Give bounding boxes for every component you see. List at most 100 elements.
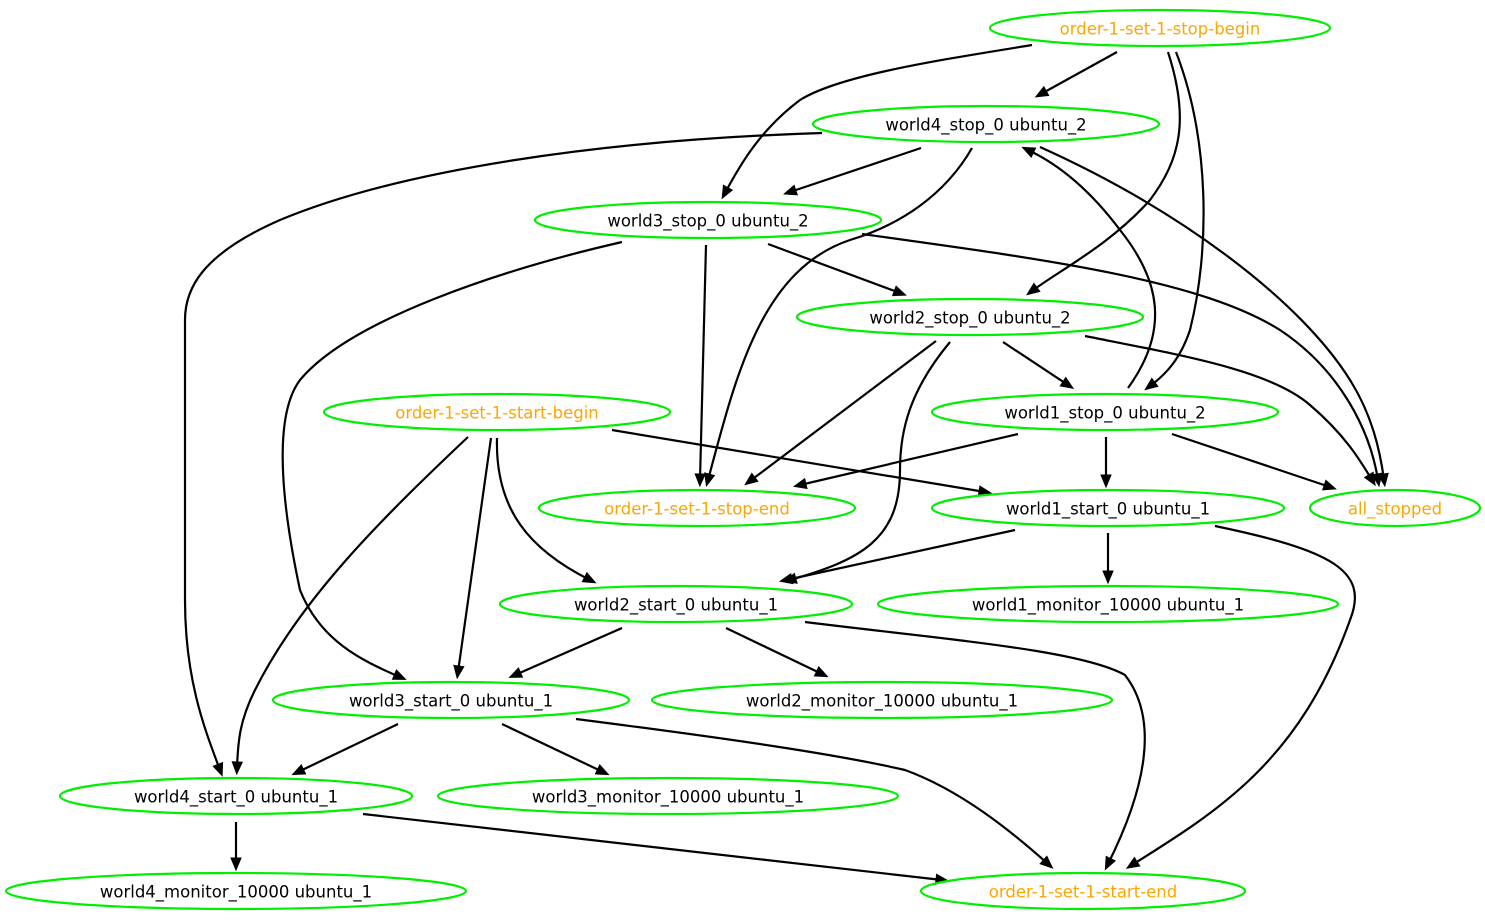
arrowhead-icon	[391, 669, 407, 680]
edge-w2_start-to-w2_mon	[725, 627, 829, 678]
edge-w2_start-to-w3_start	[508, 626, 623, 678]
edge-line	[698, 244, 708, 481]
edge-w3_start-to-w4_start	[291, 723, 399, 776]
node-label: world2_monitor_10000 ubuntu_1	[746, 692, 1018, 712]
arrowhead-icon	[1039, 855, 1054, 869]
arrowhead-icon	[1102, 570, 1114, 585]
edge-w1_start-to-start_end	[1125, 524, 1356, 869]
arrowhead-icon	[1371, 472, 1383, 488]
node-ellipse	[795, 297, 1145, 337]
edge-w3_start-to-start_end	[575, 717, 1054, 869]
edge-line	[785, 528, 1016, 582]
node-ellipse	[919, 871, 1247, 911]
arrowhead-icon	[1021, 146, 1037, 159]
arrowhead-icon	[783, 184, 798, 196]
edge-line	[235, 436, 469, 769]
node-w1-stop[interactable]: world1_stop_0 ubuntu_2	[930, 392, 1280, 432]
node-ellipse	[498, 584, 854, 624]
edge-line	[183, 131, 823, 771]
node-w4-start[interactable]: world4_start_0 ubuntu_1	[58, 776, 414, 816]
node-w2-start[interactable]: world2_start_0 ubuntu_1	[498, 584, 854, 624]
node-ellipse	[537, 488, 857, 528]
edge-w1_stop-to-all_stopped	[1171, 432, 1337, 491]
node-ellipse	[533, 200, 883, 240]
edge-line	[1171, 432, 1331, 489]
edge-w3_stop-to-w3_start	[281, 240, 623, 680]
edge-stop_begin-to-w4_stop	[1034, 51, 1118, 98]
node-label: order-1-set-1-start-end	[989, 883, 1177, 902]
node-ellipse	[322, 392, 672, 432]
edge-line	[362, 812, 943, 882]
edge-line	[799, 432, 1019, 487]
node-start-end[interactable]: order-1-set-1-start-end	[919, 871, 1247, 911]
edge-line	[456, 437, 493, 673]
arrowhead-icon	[704, 472, 716, 488]
node-label: world4_start_0 ubuntu_1	[134, 788, 338, 808]
edge-start_begin-to-w1_start	[611, 428, 993, 497]
node-start-begin[interactable]: order-1-set-1-start-begin	[322, 392, 672, 432]
node-stop-end[interactable]: order-1-set-1-stop-end	[537, 488, 857, 528]
edge-w3_stop-to-w2_stop	[767, 242, 907, 297]
node-ellipse	[4, 871, 468, 911]
node-label: order-1-set-1-start-begin	[395, 404, 599, 423]
edge-stop_begin-to-w1_stop	[1144, 51, 1205, 391]
edge-w2_stop-to-w1_stop	[1002, 341, 1075, 390]
edge-line	[611, 428, 986, 494]
node-label: world3_start_0 ubuntu_1	[349, 692, 553, 712]
arrowhead-icon	[1125, 856, 1141, 869]
node-label: world4_monitor_10000 ubuntu_1	[100, 883, 372, 903]
edge-line	[724, 43, 1033, 194]
edge-w3_stop-to-all_stopped	[861, 232, 1383, 488]
edge-line	[1149, 51, 1205, 387]
node-all-stopped[interactable]: all_stopped	[1308, 488, 1482, 528]
node-w4-mon[interactable]: world4_monitor_10000 ubuntu_1	[4, 871, 468, 911]
node-ellipse	[271, 680, 631, 720]
edge-w4_start-to-start_end	[362, 812, 950, 885]
arrowhead-icon	[1100, 474, 1112, 489]
edge-stop_begin-to-w3_stop	[721, 43, 1033, 200]
edge-w2_stop-to-stop_end	[744, 340, 937, 486]
arrowhead-icon	[778, 572, 794, 585]
edge-line	[1031, 51, 1181, 292]
node-label: world3_monitor_10000 ubuntu_1	[532, 788, 804, 808]
edge-line	[575, 717, 1049, 865]
node-w4-stop[interactable]: world4_stop_0 ubuntu_2	[811, 104, 1161, 144]
node-stop-begin[interactable]: order-1-set-1-stop-begin	[988, 8, 1332, 48]
node-ellipse	[58, 776, 414, 816]
arrowhead-icon	[721, 184, 734, 200]
arrowhead-icon	[744, 472, 759, 486]
edge-line	[789, 341, 951, 582]
edge-w4_stop-to-w3_stop	[783, 146, 922, 196]
arrowhead-icon	[694, 473, 706, 488]
node-w3-mon[interactable]: world3_monitor_10000 ubuntu_1	[436, 776, 900, 816]
edges-layer	[183, 43, 1389, 885]
node-w1-start[interactable]: world1_start_0 ubuntu_1	[930, 488, 1286, 528]
node-w3-stop[interactable]: world3_stop_0 ubuntu_2	[533, 200, 883, 240]
edge-w1_start-to-w2_start	[778, 528, 1016, 585]
edge-line	[1131, 524, 1356, 866]
edge-start_begin-to-w3_start	[453, 437, 493, 680]
node-label: world1_stop_0 ubuntu_2	[1004, 404, 1205, 424]
arrowhead-icon	[1026, 282, 1041, 296]
edge-line	[501, 723, 604, 773]
node-label: order-1-set-1-stop-begin	[1060, 20, 1261, 39]
edge-line	[1039, 145, 1386, 481]
arrowhead-icon	[1144, 377, 1159, 391]
node-w2-stop[interactable]: world2_stop_0 ubuntu_2	[795, 297, 1145, 337]
edge-w3_start-to-w3_mon	[501, 723, 610, 776]
node-label: order-1-set-1-stop-end	[604, 500, 790, 519]
arrowhead-icon	[291, 764, 307, 776]
arrowhead-icon	[453, 664, 465, 680]
arrowhead-icon	[891, 285, 907, 297]
node-label: world1_start_0 ubuntu_1	[1006, 500, 1210, 520]
edge-line	[725, 627, 823, 675]
node-w1-mon[interactable]: world1_monitor_10000 ubuntu_1	[876, 584, 1340, 624]
edge-line	[514, 626, 623, 677]
node-label: world1_monitor_10000 ubuntu_1	[972, 596, 1244, 616]
edge-w3_stop-to-stop_end	[694, 244, 708, 488]
node-w2-mon[interactable]: world2_monitor_10000 ubuntu_1	[650, 680, 1114, 720]
nodes-layer: order-1-set-1-stop-begin world4_stop_0 ub…	[4, 8, 1482, 911]
node-label: all_stopped	[1348, 500, 1442, 520]
node-w3-start[interactable]: world3_start_0 ubuntu_1	[271, 680, 631, 720]
